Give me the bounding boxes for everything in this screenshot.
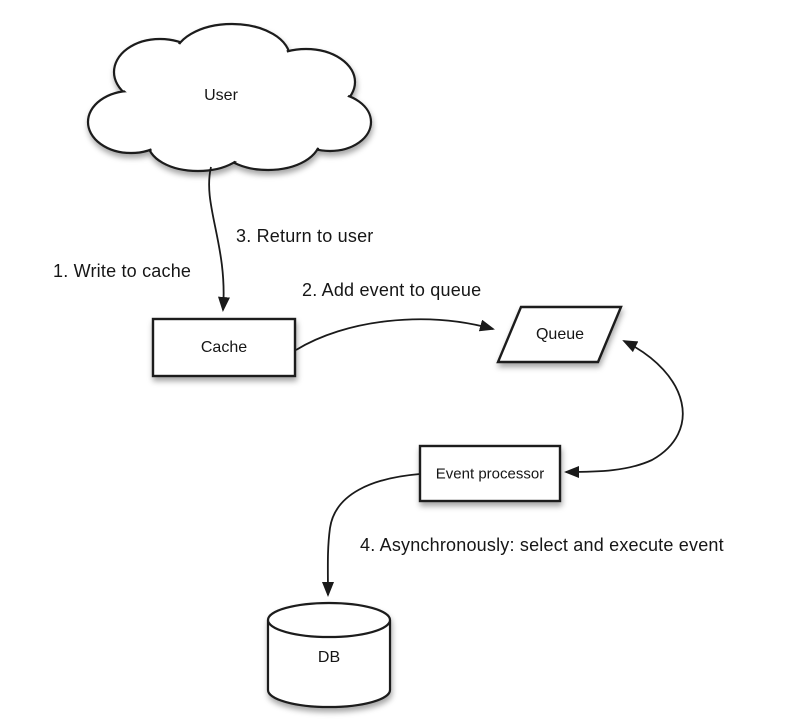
queue-parallelogram [496,305,623,364]
cache-box [151,317,297,378]
event-processor-box [418,444,562,503]
db-cylinder [266,601,392,709]
step3-label: 3. Return to user [236,226,374,246]
db-label: DB [317,649,341,666]
edge-queue-event-processor [564,340,684,478]
step4-label: 4. Asynchronously: select and execute ev… [360,535,724,555]
user-cloud [86,22,373,173]
step2-label: 2. Add event to queue [302,280,482,300]
cache-label: Cache [200,339,248,356]
edge-user-to-cache [208,166,230,312]
edge-event-processor-to-db [321,473,421,597]
step1-label: 1. Write to cache [53,261,192,281]
event-processor-label: Event processor [435,465,545,483]
user-label: User [204,87,238,104]
edge-cache-to-queue [295,318,495,351]
queue-label: Queue [535,326,585,343]
